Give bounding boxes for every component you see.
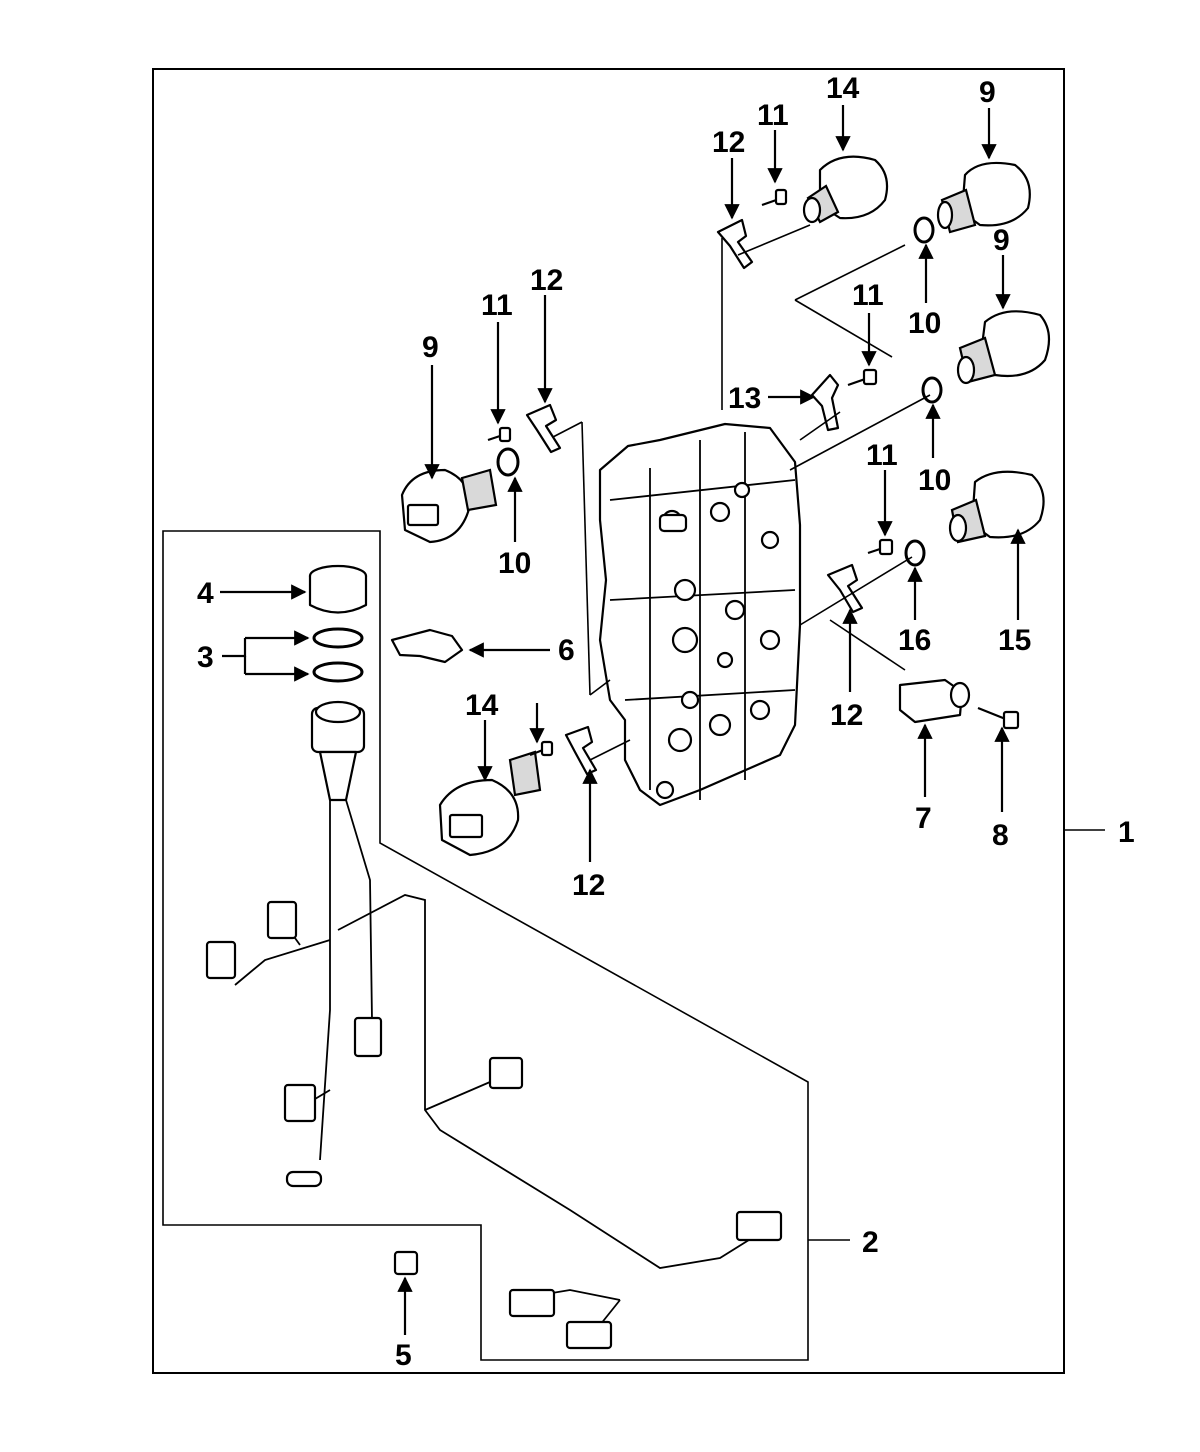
callout-2: 2 xyxy=(862,1226,879,1259)
retaining-clip-6 xyxy=(390,628,464,664)
callout-14-top: 14 xyxy=(826,72,860,105)
callout-11-right: 11 xyxy=(866,439,898,472)
o-ring-10-top xyxy=(913,216,935,244)
o-ring-3-upper xyxy=(312,627,364,649)
callout-16: 16 xyxy=(898,624,931,657)
clip-12-top xyxy=(716,218,754,270)
callout-1: 1 xyxy=(1118,816,1135,849)
solenoid-15 xyxy=(948,470,1045,544)
solenoid-9-middle xyxy=(956,310,1051,385)
cap-4 xyxy=(308,564,368,614)
callout-12-bottom: 12 xyxy=(572,869,605,902)
callout-10-middle: 10 xyxy=(918,464,951,497)
harness-cabling xyxy=(205,700,783,1350)
o-ring-10-left xyxy=(496,447,520,477)
callout-labels: 1 2 3 4 5 6 7 8 9 9 9 10 10 10 11 11 11 … xyxy=(197,72,1135,1372)
callout-4: 4 xyxy=(197,577,214,610)
bolt-11-left xyxy=(487,426,512,443)
valve-body xyxy=(598,422,802,807)
callout-9-left: 9 xyxy=(422,331,439,364)
clip-12-bottom xyxy=(564,725,598,776)
callout-14-bottom: 14 xyxy=(465,689,499,722)
bolt-11-middle xyxy=(847,368,878,387)
callout-6: 6 xyxy=(558,634,575,667)
solenoid-14-bottom xyxy=(438,750,542,857)
callout-8: 8 xyxy=(992,819,1009,852)
callout-12-right: 12 xyxy=(830,699,863,732)
callout-5: 5 xyxy=(395,1339,412,1372)
callout-11-top: 11 xyxy=(757,99,789,132)
clip-13 xyxy=(810,373,840,432)
clip-12-right xyxy=(826,563,864,614)
bolt-11-right xyxy=(867,538,894,556)
callout-12-left: 12 xyxy=(530,264,563,297)
callout-11-left: 11 xyxy=(481,289,513,322)
bolt-11-bottom xyxy=(529,740,554,757)
callout-15: 15 xyxy=(998,624,1031,657)
callout-13: 13 xyxy=(728,382,761,415)
callout-10-left: 10 xyxy=(498,547,531,580)
solenoid-14-top xyxy=(802,155,889,224)
bolt-11-top xyxy=(761,188,788,207)
callout-3: 3 xyxy=(197,641,214,674)
harness-boundary xyxy=(162,530,809,1361)
solenoid-9-top xyxy=(936,161,1031,234)
callout-9-middle: 9 xyxy=(993,224,1010,257)
o-ring-3-lower xyxy=(312,661,364,683)
callout-10-top: 10 xyxy=(908,307,941,340)
clip-12-left xyxy=(525,403,562,454)
assembly-frame xyxy=(152,68,1065,1374)
o-ring-10-middle xyxy=(921,376,943,404)
callout-11-middle: 11 xyxy=(852,279,884,312)
callout-12-top: 12 xyxy=(712,126,745,159)
speed-sensor-7 xyxy=(898,678,971,724)
solenoid-9-left xyxy=(400,468,498,544)
callout-arrows xyxy=(220,105,1026,1335)
bolt-8 xyxy=(977,706,1020,730)
callout-9-top: 9 xyxy=(979,76,996,109)
o-ring-16 xyxy=(904,539,926,567)
connector-clip-5 xyxy=(393,1250,419,1276)
leader-lines xyxy=(552,224,1105,1241)
callout-7: 7 xyxy=(915,802,932,835)
